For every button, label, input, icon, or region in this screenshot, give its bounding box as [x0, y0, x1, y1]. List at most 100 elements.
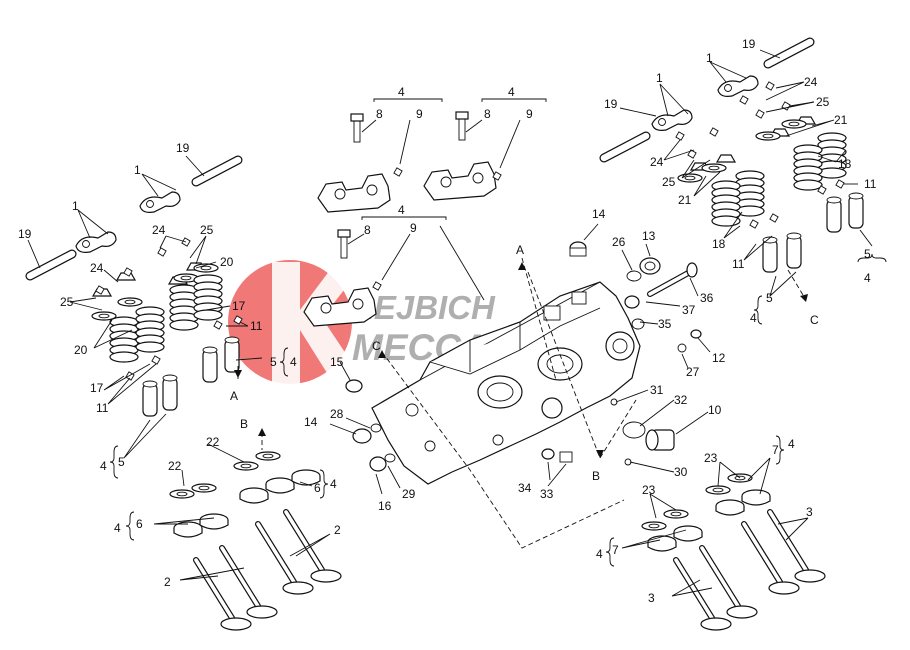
callout-leaders: [27, 49, 873, 597]
label-26: 26: [612, 235, 626, 249]
label-6: 6: [136, 517, 143, 531]
label-22: 22: [168, 459, 182, 473]
label-25: 25: [662, 175, 676, 189]
label-4: 4: [788, 437, 795, 451]
label-8: 8: [484, 107, 491, 121]
dashed-guide-lines: [237, 225, 807, 549]
label-1: 1: [656, 71, 663, 85]
centre-small-parts: [345, 241, 702, 472]
label-6: 6: [314, 481, 321, 495]
label-5: 5: [118, 455, 125, 469]
label-5: 5: [270, 355, 277, 369]
label-29: 29: [402, 487, 416, 501]
label-4: 4: [114, 521, 121, 535]
label-15: 15: [330, 355, 344, 369]
label-35: 35: [658, 317, 672, 331]
label-direction-A: A: [230, 389, 238, 403]
label-11: 11: [864, 177, 877, 191]
label-1: 1: [72, 199, 79, 213]
label-7: 7: [772, 443, 779, 457]
label-32: 32: [674, 393, 688, 407]
label-20: 20: [74, 343, 88, 357]
bracket-group-4: [361, 98, 547, 220]
label-4: 4: [330, 477, 337, 491]
part-labels: 1 1 1 1 19 19 19 19 24 24 24 24 25 25 25…: [18, 37, 877, 605]
label-17: 17: [90, 381, 104, 395]
label-10: 10: [708, 403, 722, 417]
label-7: 7: [612, 543, 619, 557]
label-direction-C: C: [810, 313, 819, 327]
label-9: 9: [416, 107, 423, 121]
cam-cap-upper-right: [423, 111, 502, 201]
label-4: 4: [508, 85, 515, 99]
label-21: 21: [834, 113, 848, 127]
label-19: 19: [742, 37, 756, 51]
label-4: 4: [864, 271, 871, 285]
label-4: 4: [100, 459, 107, 473]
label-direction-B: B: [240, 417, 248, 431]
label-12: 12: [712, 351, 726, 365]
label-14: 14: [592, 207, 606, 221]
label-11: 11: [250, 319, 263, 333]
label-8: 8: [376, 107, 383, 121]
cam-cap-upper-left: [317, 113, 403, 213]
label-3: 3: [648, 591, 655, 605]
label-5: 5: [766, 291, 773, 305]
label-9: 9: [410, 221, 417, 235]
label-17: 17: [232, 299, 246, 313]
label-24: 24: [650, 155, 664, 169]
label-1: 1: [706, 51, 713, 65]
label-22: 22: [206, 435, 220, 449]
label-25: 25: [816, 95, 830, 109]
label-11: 11: [732, 257, 745, 271]
group-braces: [109, 253, 887, 567]
label-24: 24: [804, 75, 818, 89]
label-27: 27: [686, 365, 700, 379]
label-direction-C: C: [372, 339, 381, 353]
label-30: 30: [674, 465, 688, 479]
left-bucket-shims: [169, 451, 321, 538]
label-25: 25: [200, 223, 214, 237]
label-16: 16: [378, 499, 392, 513]
label-24: 24: [152, 223, 166, 237]
label-4: 4: [596, 547, 603, 561]
label-20: 20: [220, 255, 234, 269]
label-8: 8: [364, 223, 371, 237]
label-31: 31: [650, 383, 664, 397]
label-36: 36: [700, 291, 714, 305]
label-33: 33: [540, 487, 554, 501]
label-11: 11: [96, 401, 109, 415]
label-4: 4: [398, 85, 405, 99]
label-24: 24: [90, 261, 104, 275]
label-direction-A: A: [516, 243, 524, 257]
label-direction-B: B: [592, 469, 600, 483]
label-4: 4: [290, 355, 297, 369]
label-23: 23: [704, 451, 718, 465]
label-5: 5: [864, 247, 871, 261]
label-13: 13: [642, 229, 656, 243]
label-28: 28: [330, 407, 344, 421]
label-23: 23: [642, 483, 656, 497]
label-18: 18: [838, 157, 852, 171]
label-2: 2: [164, 575, 171, 589]
label-18: 18: [712, 237, 726, 251]
label-19: 19: [176, 141, 190, 155]
left-valves: [196, 512, 341, 630]
cylinder-head: [371, 281, 641, 485]
direction-arrows: [234, 262, 808, 458]
label-25: 25: [60, 295, 74, 309]
label-21: 21: [678, 193, 692, 207]
label-34: 34: [518, 481, 532, 495]
label-1: 1: [134, 163, 141, 177]
label-14: 14: [304, 415, 318, 429]
left-valve-train: [30, 160, 243, 417]
label-2: 2: [334, 523, 341, 537]
label-3: 3: [806, 505, 813, 519]
label-37: 37: [682, 303, 696, 317]
label-4: 4: [750, 311, 757, 325]
label-19: 19: [18, 227, 32, 241]
label-9: 9: [526, 107, 533, 121]
label-19: 19: [604, 97, 618, 111]
label-4: 4: [398, 203, 405, 217]
